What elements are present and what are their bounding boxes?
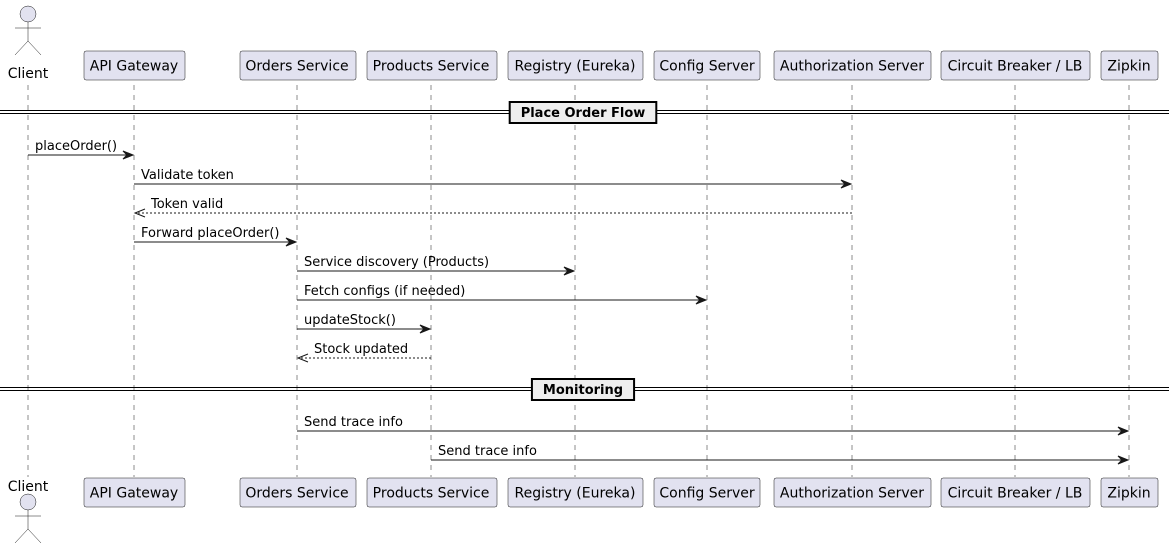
message-label: Send trace info xyxy=(304,415,403,430)
participant-cb-bottom: Circuit Breaker / LB xyxy=(940,477,1091,508)
participant-label: Config Server xyxy=(659,486,755,502)
participant-label: Products Service xyxy=(373,59,490,75)
message-label: Stock updated xyxy=(314,342,408,357)
filled-arrowhead-icon xyxy=(1117,426,1130,436)
participant-label: Zipkin xyxy=(1107,486,1150,502)
participant-box xyxy=(940,477,1091,508)
message-arrow: Send trace info xyxy=(431,444,1130,465)
message-arrow: Forward placeOrder() xyxy=(134,226,298,247)
message-arrow: updateStock() xyxy=(297,313,432,334)
participant-box xyxy=(507,50,644,81)
participant-config-bottom: Config Server xyxy=(653,477,761,508)
actor-leg-icon xyxy=(27,528,42,544)
message-arrow: Service discovery (Products) xyxy=(297,255,576,276)
participant-auth-top: Authorization Server xyxy=(773,50,932,81)
section-title-box xyxy=(530,378,636,401)
message-arrow: placeOrder() xyxy=(28,139,135,160)
section-title: Place Order Flow xyxy=(521,106,646,121)
message-arrow: Send trace info xyxy=(297,415,1130,436)
participant-zipkin-bottom: Zipkin xyxy=(1100,477,1159,508)
participant-label: Circuit Breaker / LB xyxy=(948,486,1083,502)
participant-config-top: Config Server xyxy=(653,50,761,81)
participant-label: Authorization Server xyxy=(780,59,924,75)
participant-label: API Gateway xyxy=(90,486,178,502)
participant-box xyxy=(366,477,498,508)
section-title-box xyxy=(508,101,658,124)
participant-box xyxy=(507,477,644,508)
message-label: Token valid xyxy=(150,197,223,212)
filled-arrowhead-icon xyxy=(695,295,708,305)
participant-auth-bottom: Authorization Server xyxy=(773,477,932,508)
participant-label: API Gateway xyxy=(90,59,178,75)
message-arrow: Token valid xyxy=(133,197,852,218)
actor-head-icon xyxy=(19,5,37,23)
participant-box xyxy=(366,50,498,81)
message-arrow: Validate token xyxy=(134,168,853,189)
open-arrowhead-icon xyxy=(133,208,146,218)
actor-head-icon xyxy=(19,493,37,511)
participant-products-bottom: Products Service xyxy=(366,477,498,508)
filled-arrowhead-icon xyxy=(563,266,576,276)
participant-zipkin-top: Zipkin xyxy=(1100,50,1159,81)
participant-gateway-bottom: API Gateway xyxy=(83,477,186,508)
participant-orders-top: Orders Service xyxy=(239,50,357,81)
participant-label: Circuit Breaker / LB xyxy=(948,59,1083,75)
filled-arrowhead-icon xyxy=(1117,455,1130,465)
participant-box xyxy=(773,477,932,508)
open-arrowhead-icon xyxy=(296,353,309,363)
message-label: Forward placeOrder() xyxy=(141,226,279,241)
participant-box xyxy=(1100,477,1159,508)
actor-leg-icon xyxy=(27,40,42,56)
participant-box xyxy=(83,477,186,508)
participant-label: Orders Service xyxy=(245,59,348,75)
participant-box xyxy=(653,50,761,81)
participant-box xyxy=(83,50,186,81)
filled-arrowhead-icon xyxy=(285,237,298,247)
message-label: Validate token xyxy=(141,168,234,183)
filled-arrowhead-icon xyxy=(419,324,432,334)
participant-label: Config Server xyxy=(659,59,755,75)
actor-leg-icon xyxy=(14,528,29,544)
message-label: placeOrder() xyxy=(35,139,117,154)
section-title: Monitoring xyxy=(543,383,623,398)
participant-registry-bottom: Registry (Eureka) xyxy=(507,477,644,508)
participant-label: Registry (Eureka) xyxy=(515,59,636,75)
participant-cb-top: Circuit Breaker / LB xyxy=(940,50,1091,81)
participant-label: Client xyxy=(8,66,49,82)
participant-box xyxy=(773,50,932,81)
section-divider: Place Order Flow xyxy=(0,101,1169,124)
participant-label: Registry (Eureka) xyxy=(515,486,636,502)
participant-box xyxy=(940,50,1091,81)
participant-label: Orders Service xyxy=(245,486,348,502)
participant-label: Authorization Server xyxy=(780,486,924,502)
participant-products-top: Products Service xyxy=(366,50,498,81)
filled-arrowhead-icon xyxy=(840,179,853,189)
message-label: Send trace info xyxy=(438,444,537,459)
participant-label: Products Service xyxy=(373,486,490,502)
participant-label: Zipkin xyxy=(1107,59,1150,75)
filled-arrowhead-icon xyxy=(122,150,135,160)
participant-box xyxy=(1100,50,1159,81)
section-divider: Monitoring xyxy=(0,378,1169,401)
participant-box xyxy=(653,477,761,508)
actor-leg-icon xyxy=(14,40,29,56)
actor-client-top: Client xyxy=(8,5,49,82)
actor-client-bottom: Client xyxy=(8,479,49,544)
message-arrow: Fetch configs (if needed) xyxy=(297,284,708,305)
message-label: Fetch configs (if needed) xyxy=(304,284,465,299)
message-label: updateStock() xyxy=(304,313,396,328)
message-arrow: Stock updated xyxy=(296,342,431,363)
message-label: Service discovery (Products) xyxy=(304,255,489,270)
participant-gateway-top: API Gateway xyxy=(83,50,186,81)
participant-orders-bottom: Orders Service xyxy=(239,477,357,508)
participant-label: Client xyxy=(8,479,49,495)
participant-box xyxy=(239,477,357,508)
participant-registry-top: Registry (Eureka) xyxy=(507,50,644,81)
participant-box xyxy=(239,50,357,81)
